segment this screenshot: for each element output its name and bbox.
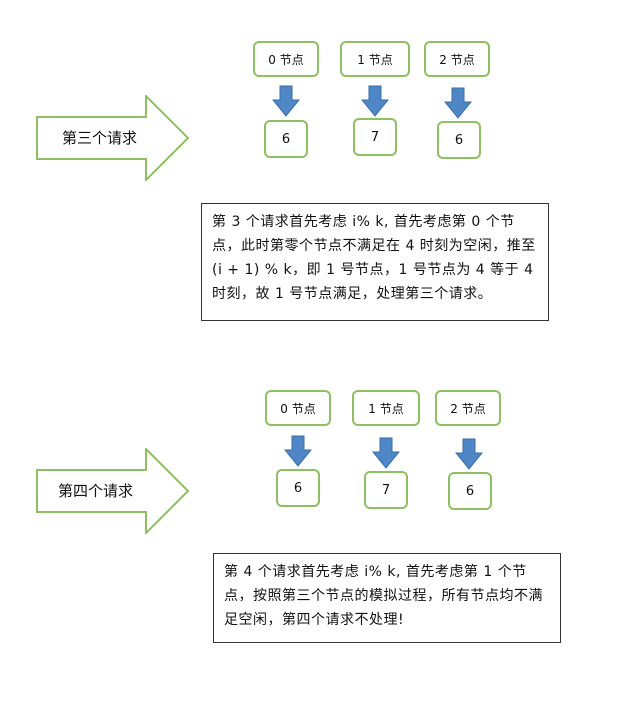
node-2-box: 2 节点 <box>435 390 501 426</box>
request-arrow <box>36 95 190 181</box>
request-section-3: 第三个请求 0 节点 6 1 节点 7 2 节点 6 第 3 个请求首先考虑 i… <box>0 0 618 340</box>
node-2-box: 2 节点 <box>424 41 490 77</box>
node-0-value: 6 <box>264 120 308 158</box>
request-section-4: 第四个请求 0 节点 6 1 节点 7 2 节点 6 第 4 个请求首先考虑 i… <box>0 0 618 643</box>
down-arrow-icon <box>455 438 483 470</box>
down-arrow-icon <box>361 85 389 117</box>
request-label: 第四个请求 <box>58 482 134 500</box>
node-0-box: 0 节点 <box>253 41 319 77</box>
down-arrow-icon <box>444 87 472 119</box>
explanation-note: 第 4 个请求首先考虑 i% k, 首先考虑第 1 个节点，按照第三个节点的模拟… <box>213 553 561 643</box>
node-0-value: 6 <box>276 469 320 507</box>
node-1-value: 7 <box>364 471 408 509</box>
node-1-value: 7 <box>353 118 397 156</box>
node-0-box: 0 节点 <box>265 390 331 426</box>
request-label: 第三个请求 <box>62 129 138 147</box>
down-arrow-icon <box>372 437 400 469</box>
node-1-box: 1 节点 <box>340 41 410 77</box>
down-arrow-icon <box>272 85 300 117</box>
node-2-value: 6 <box>437 121 481 159</box>
request-arrow <box>36 448 190 534</box>
node-1-box: 1 节点 <box>352 390 420 426</box>
node-2-value: 6 <box>448 472 492 510</box>
down-arrow-icon <box>284 435 312 467</box>
explanation-note: 第 3 个请求首先考虑 i% k, 首先考虑第 0 个节点，此时第零个节点不满足… <box>201 203 549 321</box>
